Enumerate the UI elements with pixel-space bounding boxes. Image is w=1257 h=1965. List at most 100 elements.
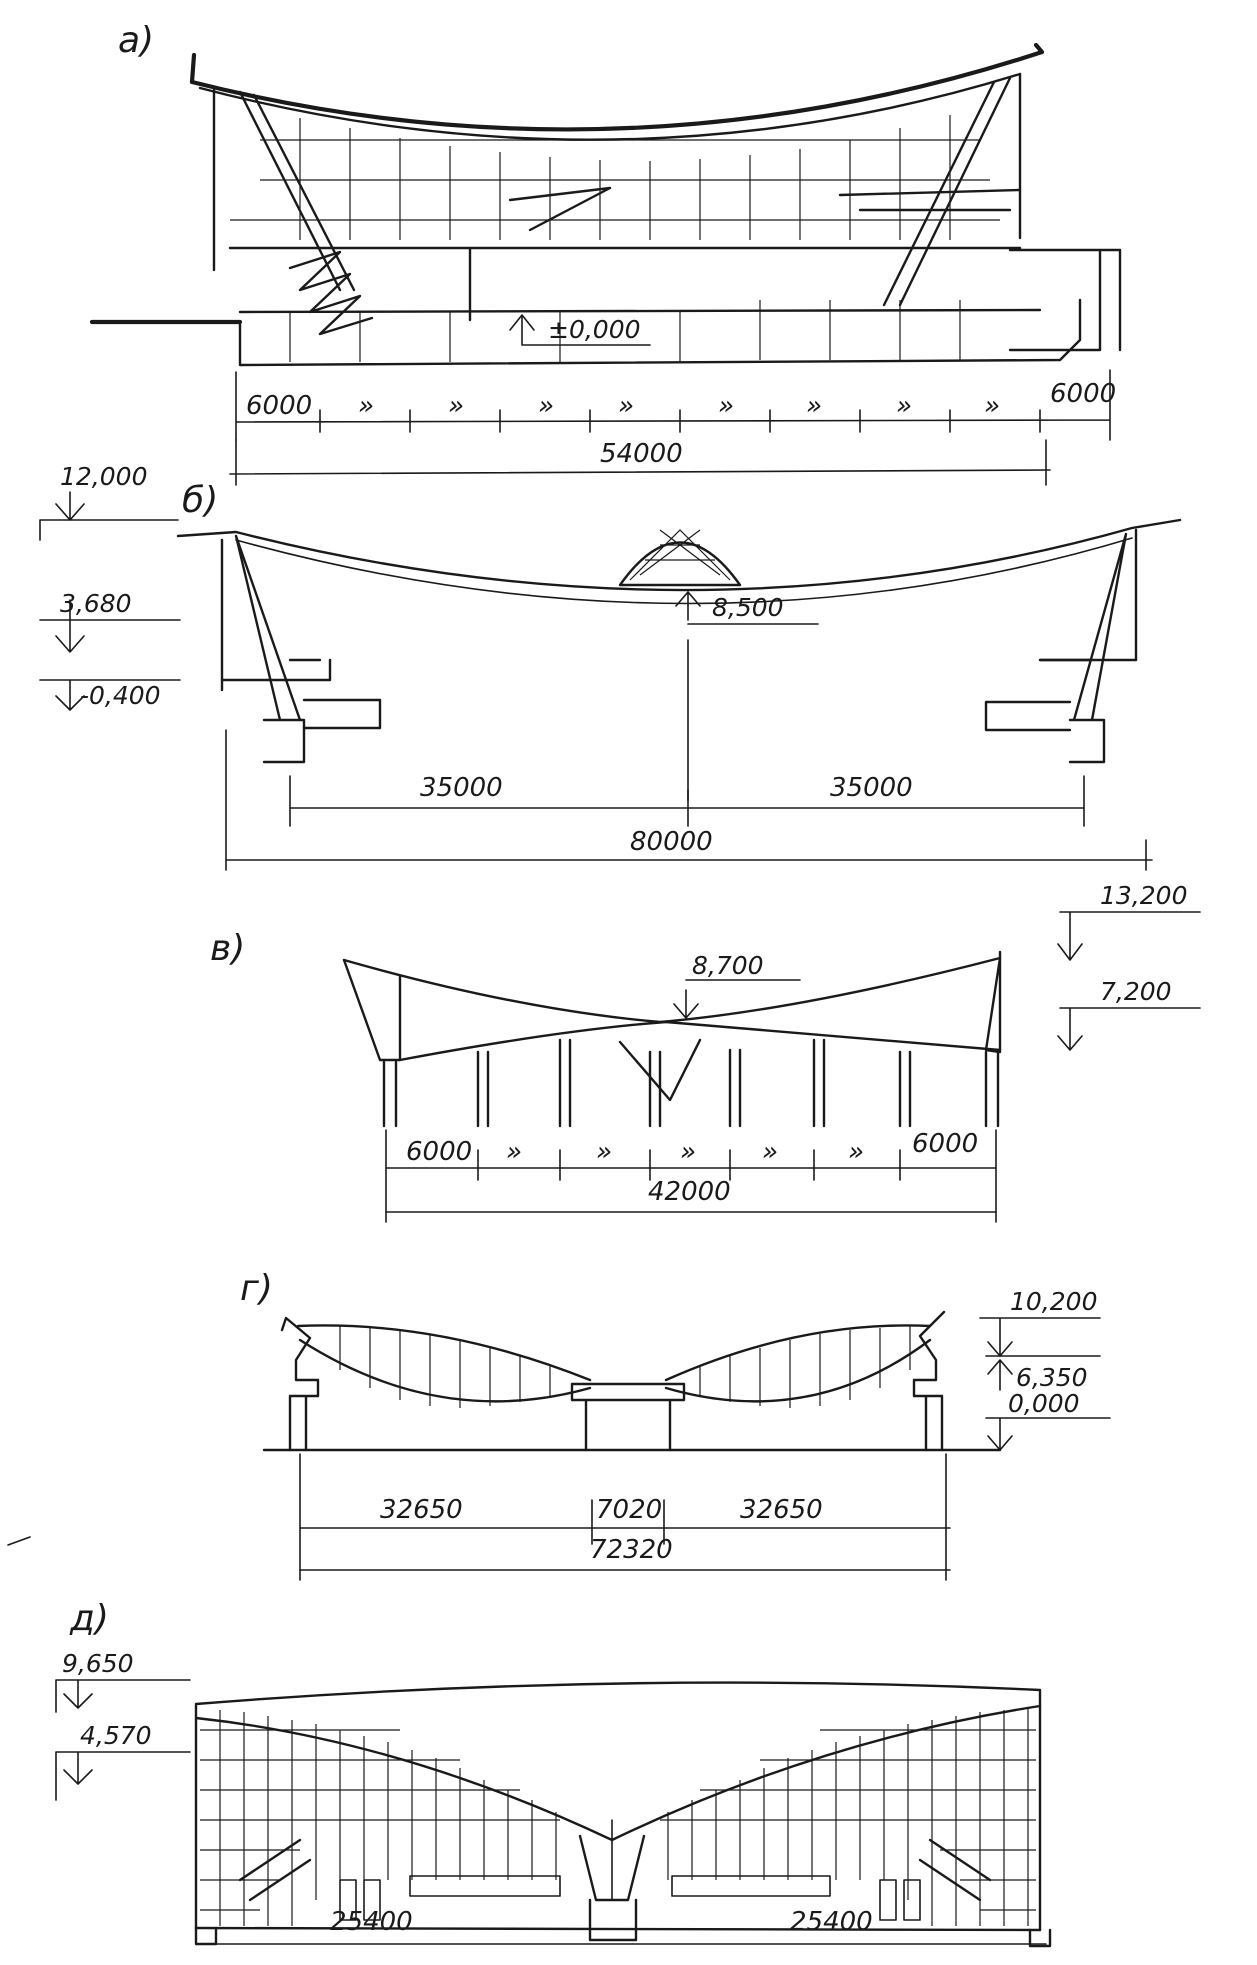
section-d-right-stair: [918, 1838, 992, 1902]
section-g-right-support: [912, 1310, 946, 1452]
section-d-dim-1: 25400: [790, 1907, 873, 1937]
section-v-dim-0: 6000: [406, 1137, 472, 1167]
section-v: в) 8,700 13,200 7,200 6000 » » » »: [210, 881, 1201, 1223]
section-a-left-strut: [238, 90, 356, 292]
section-v-level-marker-2: [1057, 911, 1201, 961]
section-v-edge-cantilevers: [342, 950, 1002, 1062]
section-g-left-shell: [296, 1324, 592, 1403]
section-a-glazing-grid: [230, 115, 1000, 240]
section-g-dim-line-1: [299, 1453, 951, 1581]
section-a-annex: [1008, 248, 1122, 352]
section-d-facade-grid: [200, 1708, 1036, 1926]
section-a-dim-6: »: [806, 391, 822, 421]
section-a-dim-2: »: [448, 391, 464, 421]
section-g-dim-2: 32650: [740, 1495, 823, 1525]
section-d-level-marker-2: [55, 1751, 191, 1801]
section-a-roof: [189, 42, 1045, 132]
section-d-dim-0: 25400: [330, 1907, 413, 1937]
section-b-cable-roof: [176, 518, 1182, 592]
section-a-level-marker: [509, 314, 651, 346]
section-b-left-mast: [220, 534, 322, 764]
section-a-dim-line-1: [235, 369, 1111, 441]
section-b-level-marker-1: [39, 491, 179, 541]
section-d-left-stair: [238, 1838, 312, 1902]
section-b-cable-roof-lower: [235, 537, 1133, 605]
section-b-dim-0: 35000: [420, 773, 503, 803]
section-g-left-support: [280, 1316, 320, 1452]
section-g-dim-1: 7020: [596, 1495, 662, 1525]
section-a-dim-1: »: [358, 391, 374, 421]
margin-stroke: [7, 1536, 31, 1546]
section-a-dim-3: »: [538, 391, 554, 421]
section-v-dim-5: »: [848, 1137, 864, 1167]
section-v-dim-3: »: [680, 1137, 696, 1167]
section-a-left-stair: [288, 250, 374, 336]
section-d-window-strips: [409, 1875, 831, 1897]
section-b-skylight-dome: [618, 541, 742, 587]
section-b-level-3: 8,500: [712, 593, 784, 622]
section-a-label: а): [118, 20, 154, 61]
section-g-right-shell: [664, 1324, 932, 1403]
section-v-columns: [382, 1038, 1000, 1128]
section-b-level-0: 12,000: [60, 462, 147, 491]
section-d-doors: [339, 1879, 921, 1921]
section-v-dim-line-1: [385, 1129, 997, 1223]
section-d-floor: [194, 1926, 1042, 1932]
section-g-level-marker-2: [985, 1355, 1101, 1391]
section-v-dim-total: 42000: [648, 1177, 731, 1207]
section-g-level-2: 0,000: [1008, 1389, 1080, 1418]
section-g-right-ribs: [699, 1326, 911, 1408]
section-g-central-core: [570, 1382, 686, 1452]
section-g-level-0: 10,200: [1010, 1287, 1097, 1316]
section-d-envelope: [194, 1681, 1042, 1932]
section-b-level-marker-2: [39, 599, 181, 653]
section-b-label: б): [182, 480, 218, 521]
section-g-level-1: 6,350: [1016, 1363, 1088, 1392]
section-b-dim-total: 80000: [630, 827, 713, 857]
section-v-roof-lower: [398, 1020, 1002, 1062]
section-g-left-ribs: [339, 1326, 551, 1408]
section-a-dim-5: »: [718, 391, 734, 421]
section-d-level-0: 9,650: [62, 1649, 134, 1678]
section-a-floor: [238, 308, 1042, 314]
section-v-level-marker-3: [1057, 1007, 1201, 1051]
section-a: а) ±0,000 6000: [89, 20, 1122, 486]
section-v-dim-4: »: [762, 1137, 778, 1167]
section-a-dim-line-2: [229, 439, 1051, 486]
section-d-level-marker-1: [55, 1679, 191, 1713]
section-v-level-0: 8,700: [692, 951, 764, 980]
section-b-level-1: 3,680: [60, 589, 132, 618]
section-a-dim-0: 6000: [246, 391, 312, 421]
section-g-level-marker-1: [979, 1317, 1101, 1357]
section-g-dim-0: 32650: [380, 1495, 463, 1525]
section-b-right-mast: [1038, 528, 1138, 764]
section-g-label: г): [240, 1268, 273, 1309]
section-a-dim-4: »: [618, 391, 634, 421]
section-v-dim-2: »: [596, 1137, 612, 1167]
section-b-dim-line-1: [289, 775, 1085, 827]
section-g-level-marker-3: [985, 1417, 1111, 1451]
section-a-dim-ticks: [319, 409, 1041, 433]
section-g-dim-total: 72320: [590, 1535, 673, 1565]
section-b-level-marker-4: [675, 591, 819, 625]
section-b-left-beam: [220, 658, 382, 730]
section-v-label: в): [210, 928, 245, 969]
section-a-basement: [238, 298, 1082, 367]
section-d-level-1: 4,570: [80, 1721, 152, 1750]
section-b-level-marker-3: [39, 679, 181, 711]
section-v-level-1: 13,200: [1100, 881, 1187, 910]
section-v-dim-6: 6000: [912, 1129, 978, 1159]
section-d-label: д): [69, 1598, 109, 1639]
section-a-dim-total: 54000: [600, 439, 683, 469]
section-b: б) 12,000 3,680 -0,400 8,500 35000 35000…: [39, 462, 1182, 871]
section-b-dome-lattice: [629, 529, 731, 581]
section-a-gallery: [228, 186, 1022, 322]
section-a-dim-9: 6000: [1050, 379, 1116, 409]
section-b-dim-line-2: [225, 729, 1153, 871]
section-a-level-0: ±0,000: [548, 315, 641, 344]
section-g: г) 10,200 6,350 0,000 32650 7020 32650 7…: [240, 1268, 1111, 1581]
section-a-basement-partitions: [289, 300, 961, 362]
section-d: д) 9,650 4,570 25400 25400: [55, 1598, 1052, 1948]
